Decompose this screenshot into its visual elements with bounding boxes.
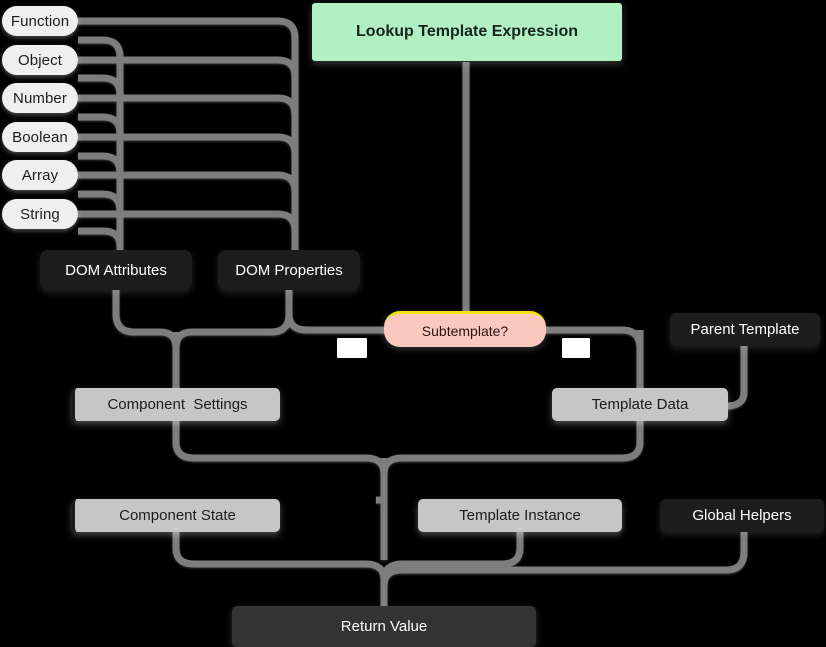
node-label: Template Instance (459, 507, 581, 524)
node-label: DOM Attributes (65, 261, 167, 279)
node-label: Component Settings (107, 396, 248, 413)
node-label: Lookup Template Expression (356, 23, 578, 40)
node-label: Object (18, 51, 62, 69)
node-label: Boolean (12, 128, 68, 146)
node-label: Function (10, 12, 70, 30)
node-label: String (20, 205, 60, 223)
node-lookup-template-expression[interactable]: Lookup Template Expression (312, 3, 622, 61)
node-type-object[interactable]: Object (2, 45, 78, 75)
node-label: Subtemplate? (421, 322, 509, 339)
node-type-string[interactable]: String (2, 199, 78, 229)
node-template-data[interactable]: Template Data (552, 388, 728, 421)
node-component-settings[interactable]: Component Settings (72, 388, 280, 421)
node-return-value[interactable]: Return Value (232, 606, 536, 647)
edge-label-left (337, 338, 367, 358)
node-type-function[interactable]: Function (2, 6, 78, 36)
node-component-state[interactable]: Component State (72, 499, 280, 532)
node-label: Parent Template (690, 321, 800, 338)
node-label: Return Value (340, 618, 428, 635)
node-label: Array (21, 166, 59, 184)
node-type-boolean[interactable]: Boolean (2, 122, 78, 152)
node-dom-attributes[interactable]: DOM Attributes (40, 250, 192, 290)
node-dom-properties[interactable]: DOM Properties (218, 250, 360, 290)
node-subtemplate-decision[interactable]: Subtemplate? (384, 311, 546, 347)
node-type-number[interactable]: Number (2, 83, 78, 113)
node-label: Number (13, 89, 67, 107)
edge-label-right (562, 338, 590, 358)
node-global-helpers[interactable]: Global Helpers (660, 499, 824, 532)
node-label: DOM Properties (235, 261, 343, 279)
node-label: Template Data (591, 396, 689, 413)
node-template-instance[interactable]: Template Instance (418, 499, 622, 532)
node-label: Global Helpers (692, 507, 792, 524)
node-type-array[interactable]: Array (2, 160, 78, 190)
node-label: Component State (119, 507, 236, 524)
node-parent-template[interactable]: Parent Template (670, 313, 820, 346)
